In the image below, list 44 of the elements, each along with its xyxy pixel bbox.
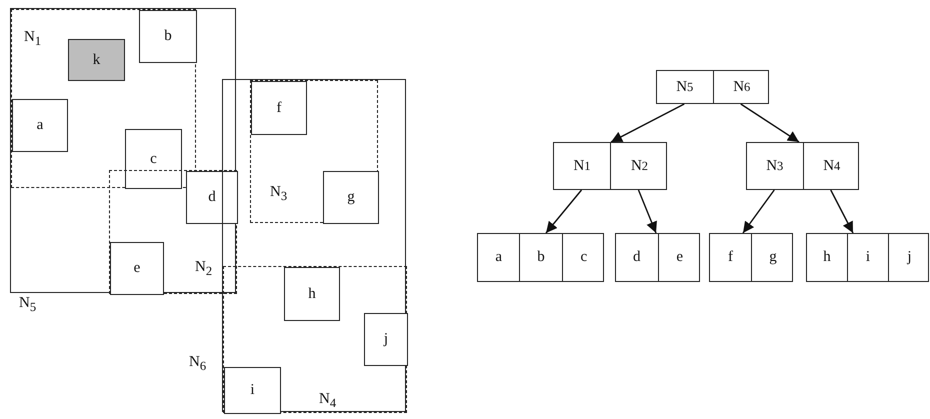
region-label: N$_{4}$ [319, 392, 336, 410]
data-rectangle: j [364, 313, 408, 366]
arrow [545, 190, 582, 234]
tree-node-box [806, 233, 929, 282]
tree-node-box [746, 142, 859, 190]
index-entry-cell: g [752, 234, 794, 281]
dashed-region [223, 266, 407, 413]
data-rectangle: d [186, 171, 238, 224]
index-entry-cell: b [520, 234, 563, 281]
tree-node-box [656, 70, 769, 104]
tree-node-box [709, 233, 793, 282]
data-rectangle: a [12, 99, 68, 152]
region-label: N$_{1}$ [24, 30, 42, 48]
data-rectangle: c [125, 129, 182, 189]
region-label: N$_{5}$ [19, 296, 36, 314]
arrow [610, 103, 685, 143]
tree-node-box [553, 142, 667, 190]
dashed-region [250, 80, 378, 223]
index-entry-cell: e [658, 234, 701, 281]
data-rectangle: i [224, 367, 281, 414]
shaded-rectangle: k [68, 39, 125, 81]
index-entry-cell: a [478, 234, 520, 281]
index-entry-cell: d [616, 234, 658, 281]
index-entry-cell: h [807, 234, 848, 281]
index-entry-cell: c [562, 234, 605, 281]
data-rectangle: b [139, 10, 197, 63]
index-entry-cell: f [710, 234, 752, 281]
arrow [742, 190, 775, 234]
tree-node-box [615, 233, 700, 282]
index-entry-cell: j [889, 234, 930, 281]
region-label: N$_{6}$ [189, 355, 206, 372]
index-entry-cell: i [848, 234, 889, 281]
arrow [830, 190, 854, 234]
data-rectangle: g [323, 171, 379, 224]
dashed-region [109, 170, 237, 294]
data-rectangle: h [284, 267, 340, 321]
data-rectangle: f [251, 81, 307, 135]
region-label: N$_{3}$ [270, 185, 288, 202]
data-rectangle: e [110, 242, 164, 295]
arrow [740, 103, 800, 143]
dashed-region [11, 9, 196, 188]
arrow [638, 190, 657, 234]
region-label: N$_{2}$ [195, 260, 212, 278]
tree-node-box [477, 233, 604, 282]
